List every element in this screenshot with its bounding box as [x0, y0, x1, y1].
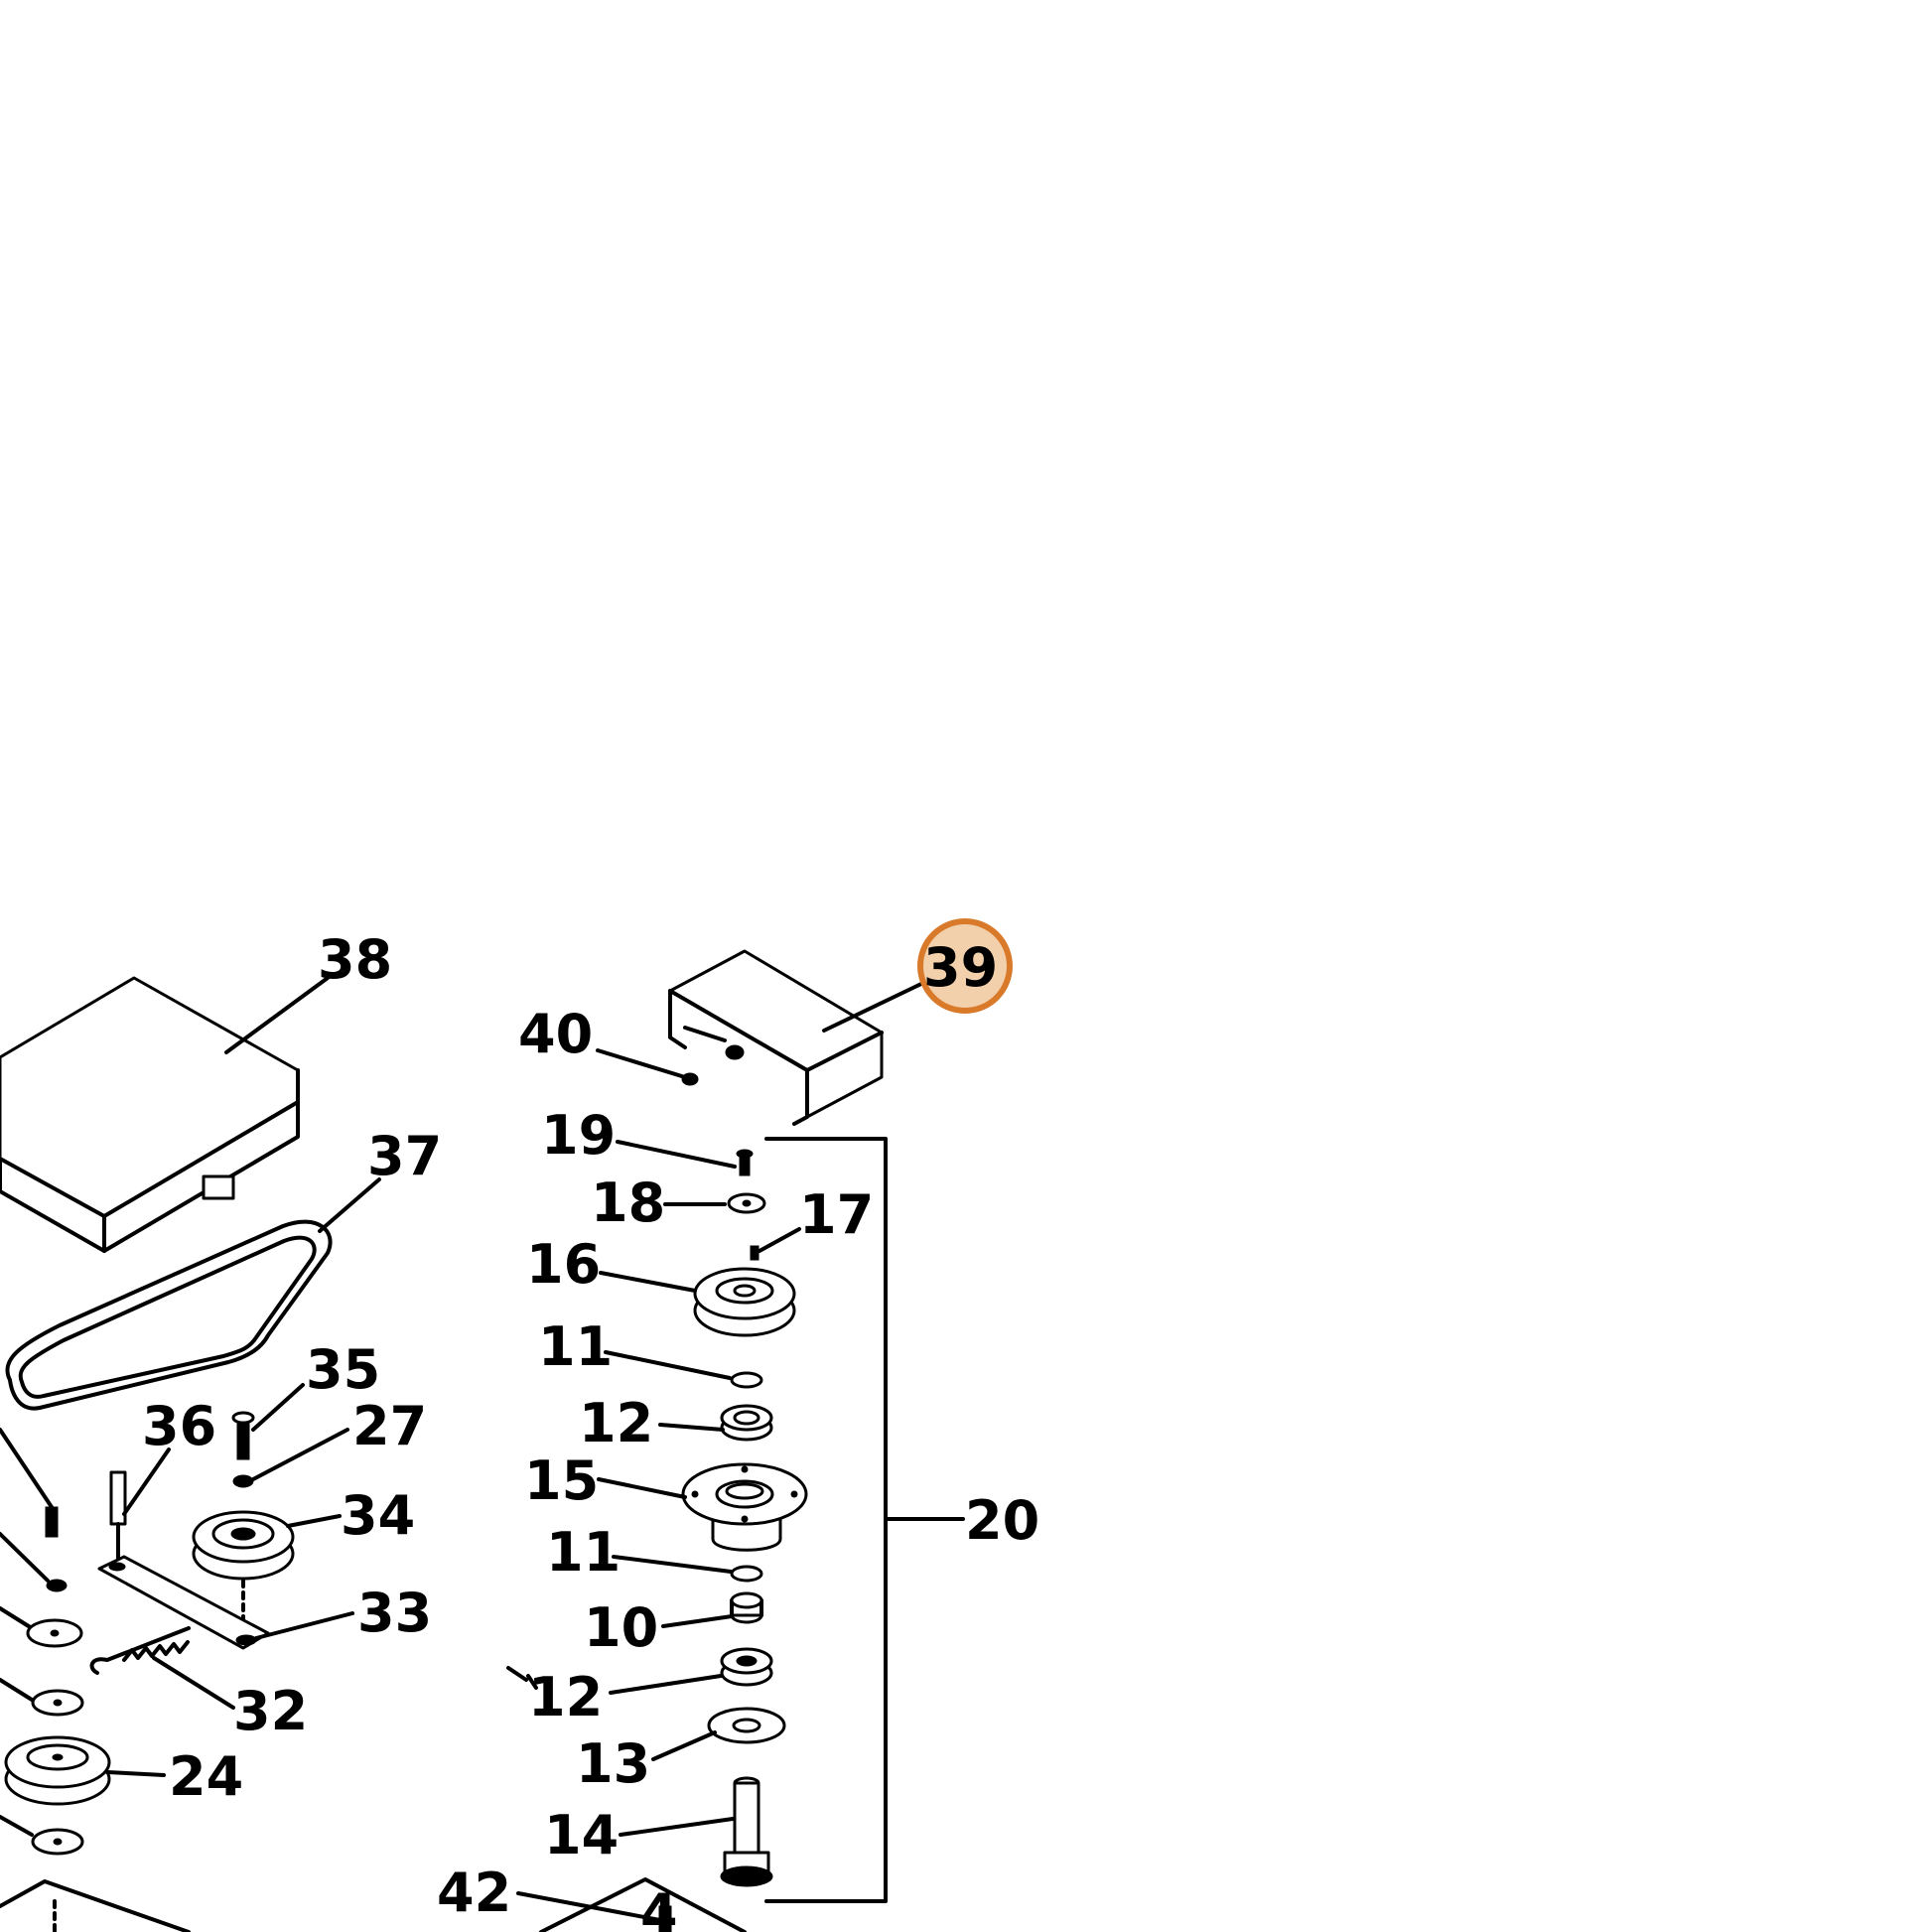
label-38: 38	[318, 928, 392, 991]
label-14: 14	[544, 1804, 619, 1866]
leader-39	[822, 981, 925, 1033]
leader-17	[758, 1227, 801, 1253]
part-13-gasket	[707, 1707, 786, 1744]
deck-outline	[539, 1877, 747, 1932]
label-33: 33	[357, 1582, 432, 1644]
label-12a: 12	[579, 1392, 653, 1454]
part-35-bolt	[231, 1411, 255, 1460]
label-15: 15	[524, 1449, 599, 1512]
label-32: 32	[233, 1680, 308, 1742]
label-11b: 11	[546, 1521, 621, 1584]
label-17: 17	[799, 1183, 874, 1246]
part-17-key	[750, 1245, 759, 1261]
label-36: 36	[142, 1395, 216, 1457]
part-14-shaft	[720, 1776, 773, 1887]
part-12b-bearing	[720, 1647, 773, 1687]
label-12b: 12	[528, 1666, 603, 1728]
leader-24	[105, 1770, 166, 1777]
leader-38	[224, 976, 330, 1054]
label-37: 37	[367, 1125, 442, 1187]
leader-19	[616, 1140, 737, 1169]
left-hardware	[0, 1428, 191, 1932]
label-10: 10	[584, 1596, 658, 1659]
part-38-housing	[0, 976, 300, 1253]
part-12b-marker	[506, 1666, 538, 1690]
part-27-nut	[232, 1474, 254, 1488]
part-19-screw	[736, 1149, 754, 1176]
leader-16	[599, 1271, 697, 1293]
part-32-spring	[89, 1626, 191, 1675]
part-12a-bearing	[720, 1404, 773, 1442]
leader-15	[597, 1477, 687, 1499]
label-18: 18	[591, 1172, 665, 1234]
leader-13	[651, 1730, 717, 1761]
leader-27	[251, 1428, 349, 1481]
leader-36	[122, 1448, 171, 1516]
label-34: 34	[341, 1484, 415, 1547]
part-18-washer	[727, 1192, 766, 1214]
bracket-20	[764, 1137, 888, 1903]
leader-12b	[609, 1674, 723, 1695]
leader-35	[251, 1383, 305, 1432]
part-11a-ring	[730, 1371, 763, 1389]
part-10-spacer	[730, 1591, 763, 1624]
label-19: 19	[541, 1104, 616, 1167]
part-39-cover	[668, 949, 884, 1126]
part-16-pulley	[693, 1267, 796, 1337]
leader-11a	[604, 1350, 732, 1380]
label-16: 16	[526, 1233, 601, 1296]
label-41: 4	[640, 1882, 678, 1932]
leader-33	[254, 1611, 354, 1640]
part-36-pin	[109, 1470, 127, 1569]
part-41-fastener	[658, 1905, 672, 1932]
label-20: 20	[965, 1489, 1039, 1552]
leader-34	[286, 1514, 342, 1528]
leader-32	[152, 1656, 235, 1710]
label-27: 27	[352, 1395, 427, 1457]
part-34-pulley	[192, 1510, 295, 1581]
label-42: 42	[437, 1862, 511, 1924]
label-11a: 11	[538, 1315, 613, 1378]
leader-14	[619, 1817, 735, 1837]
leader-10	[661, 1614, 734, 1628]
part-15-housing	[681, 1462, 808, 1552]
highlight-circle-39	[917, 918, 1013, 1014]
label-24: 24	[169, 1745, 243, 1808]
part-37-belt	[5, 1219, 333, 1411]
leader-40	[596, 1048, 687, 1079]
leader-12a	[658, 1423, 725, 1432]
leader-11b	[612, 1555, 733, 1574]
leader-37	[318, 1177, 381, 1233]
label-39: 39	[923, 936, 998, 999]
label-13: 13	[576, 1732, 650, 1795]
label-40: 40	[518, 1003, 593, 1065]
part-11b-ring	[730, 1565, 763, 1583]
label-35: 35	[306, 1338, 380, 1401]
